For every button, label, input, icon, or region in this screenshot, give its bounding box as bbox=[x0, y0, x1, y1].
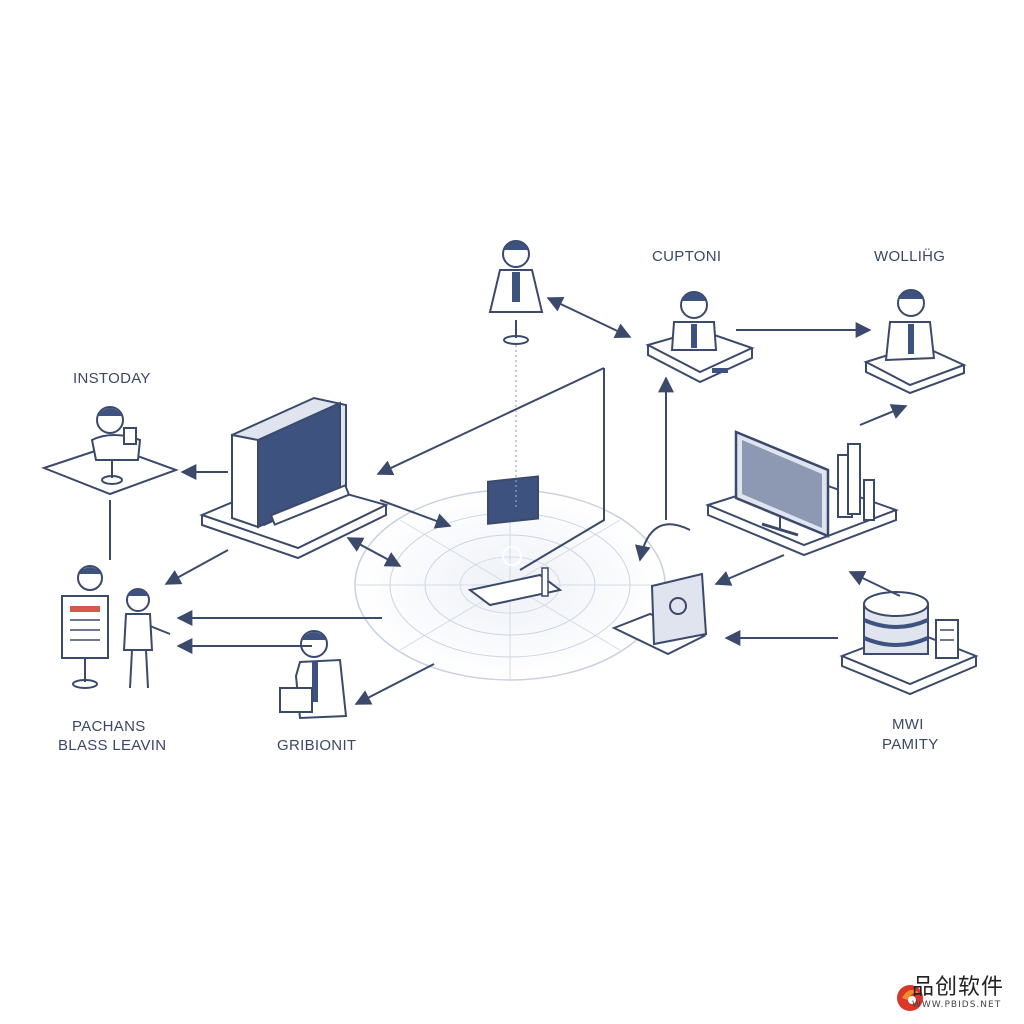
laptop-icon bbox=[611, 572, 708, 656]
label-wolling: WOLLIḦG bbox=[874, 248, 946, 265]
watermark-cn: 品创软件 bbox=[911, 975, 1004, 1000]
gribionit-person-icon bbox=[279, 630, 348, 720]
label-pachans: PACHANS bbox=[72, 718, 146, 735]
label-gribionit: GRIBIONIT bbox=[277, 737, 357, 754]
customer-desk-icon bbox=[645, 291, 755, 384]
connector-arrows bbox=[109, 296, 908, 705]
watermark-text: 品创软件 WWW.PBIDS.NET bbox=[912, 977, 1004, 1010]
watermark-en: WWW.PBIDS.NET bbox=[911, 1000, 1002, 1010]
central-laptop-icon bbox=[467, 475, 563, 607]
label-instoday: INSTODAY bbox=[73, 370, 151, 387]
watermark: 品创软件 WWW.PBIDS.NET bbox=[878, 977, 1004, 1010]
label-mwi: MWI bbox=[892, 716, 924, 733]
watermark-logo-icon bbox=[897, 985, 923, 1011]
consultant-person-icon bbox=[488, 240, 544, 345]
team-people-icon bbox=[61, 565, 171, 689]
desktop-monitor-icon bbox=[705, 430, 899, 557]
label-pamity: PAMITY bbox=[882, 736, 939, 753]
wolling-person-icon bbox=[863, 289, 967, 395]
label-blass: BLASS LEAVIN bbox=[58, 737, 167, 754]
instoday-person-icon bbox=[41, 406, 179, 496]
database-icon bbox=[839, 591, 979, 696]
label-customer: CUPTONI bbox=[652, 248, 722, 265]
server-cabinet-icon bbox=[199, 396, 389, 560]
